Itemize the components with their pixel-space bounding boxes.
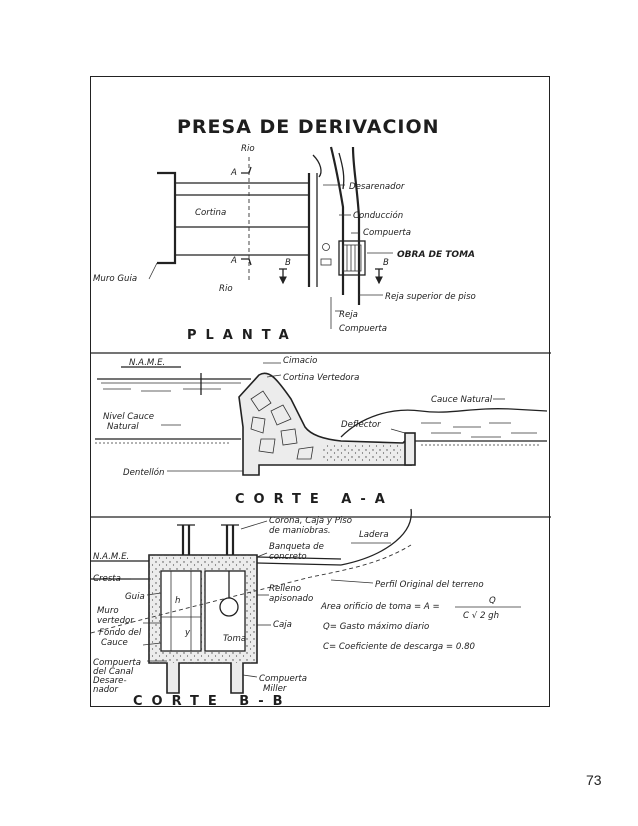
corte-aa-title: CORTE A-A: [235, 492, 394, 507]
label-relleno-2: apisonado: [269, 594, 313, 604]
label-a-bottom: A: [230, 256, 237, 266]
label-a-top: A: [230, 168, 237, 178]
label-corona-2: de maniobras.: [269, 526, 331, 536]
label-y: y: [184, 628, 191, 638]
label-nivel-cauce-2: Natural: [107, 422, 139, 432]
label-muro-2: vertedor: [97, 616, 134, 626]
label-muro-1: Muro: [97, 606, 119, 616]
label-banqueta-1: Banqueta de: [269, 542, 324, 552]
label-dentellon: Dentellón: [123, 467, 165, 478]
dam-diagram: PRESA DE DERIVACION A A B B: [91, 116, 551, 708]
label-cortina-vertedora: Cortina Vertedora: [283, 373, 359, 383]
label-toma: Toma: [223, 634, 246, 644]
label-rio-bottom: Rio: [219, 284, 233, 294]
formula-denominator: C √ 2 gh: [463, 611, 499, 621]
muro-guia-shape: [157, 171, 177, 265]
planta-title: PLANTA: [187, 328, 298, 343]
label-b-left: B: [285, 258, 291, 268]
diagram-title: PRESA DE DERIVACION: [177, 116, 440, 138]
corte-bb-title: CORTE B-B: [133, 694, 292, 708]
label-compuerta-canal-1: Compuerta: [93, 658, 141, 668]
label-conduccion: Conducción: [353, 210, 403, 221]
corte-aa-section: N.A.M.E. Cimacio Cortina Vertedora Cauce…: [91, 352, 551, 507]
label-compuerta-canal-4: nador: [93, 685, 118, 695]
label-fondo-1: Fondo del: [99, 628, 142, 638]
label-obra-de-toma: OBRA DE TOMA: [397, 250, 475, 260]
label-b-right: B: [383, 258, 389, 268]
label-c-def: C= Coeficiente de descarga = 0.80: [323, 642, 476, 652]
label-guia: Guia: [125, 592, 145, 602]
label-reja-superior: Reja superior de piso: [385, 292, 476, 302]
label-fondo-2: Cauce: [101, 638, 128, 648]
label-cimacio: Cimacio: [283, 356, 317, 366]
label-area-formula: Area orificio de toma = A =: [320, 602, 440, 612]
label-compuerta-canal-2: del Canal: [93, 667, 134, 677]
label-corona-1: Corona, Caja y Piso: [269, 516, 352, 526]
label-compuerta-canal-3: Desare-: [93, 676, 127, 686]
page-number: 73: [586, 772, 602, 788]
label-h: h: [175, 596, 180, 606]
label-cauce-natural: Cauce Natural: [431, 395, 493, 405]
label-reja: Reja: [339, 310, 358, 320]
label-banqueta-2: concreto: [269, 552, 307, 562]
label-cortina: Cortina: [195, 208, 226, 218]
label-rio-top: Rio: [241, 144, 255, 154]
label-relleno-1: Relleno: [269, 584, 301, 594]
label-q-def: Q= Gasto máximo diario: [323, 622, 429, 632]
corte-bb-section: Corona, Caja y Piso de maniobras. Ladera…: [91, 508, 551, 708]
label-perfil: Perfil Original del terreno: [375, 580, 484, 590]
label-name-aa: N.A.M.E.: [129, 358, 165, 368]
formula-numerator: Q: [489, 596, 496, 606]
planta-section: A A B B Rio Rio Cortina Muro Guia Desare…: [93, 144, 476, 343]
label-compuerta-bottom: Compuerta: [339, 324, 387, 334]
label-compuerta-miller-1: Compuerta: [259, 674, 307, 684]
label-name-bb: N.A.M.E.: [93, 552, 129, 562]
label-ladera: Ladera: [359, 530, 389, 540]
label-compuerta-miller-2: Miller: [263, 684, 287, 694]
drawing-frame: PRESA DE DERIVACION A A B B: [90, 76, 551, 708]
label-deflector: Deflector: [341, 420, 381, 430]
label-caja: Caja: [273, 620, 292, 630]
label-cresta: Cresta: [93, 574, 121, 584]
label-muro-guia: Muro Guia: [93, 274, 137, 284]
label-desarenador: Desarenador: [349, 182, 405, 192]
label-compuerta-top: Compuerta: [363, 228, 411, 238]
label-nivel-cauce-1: Nivel Cauce: [103, 412, 154, 422]
